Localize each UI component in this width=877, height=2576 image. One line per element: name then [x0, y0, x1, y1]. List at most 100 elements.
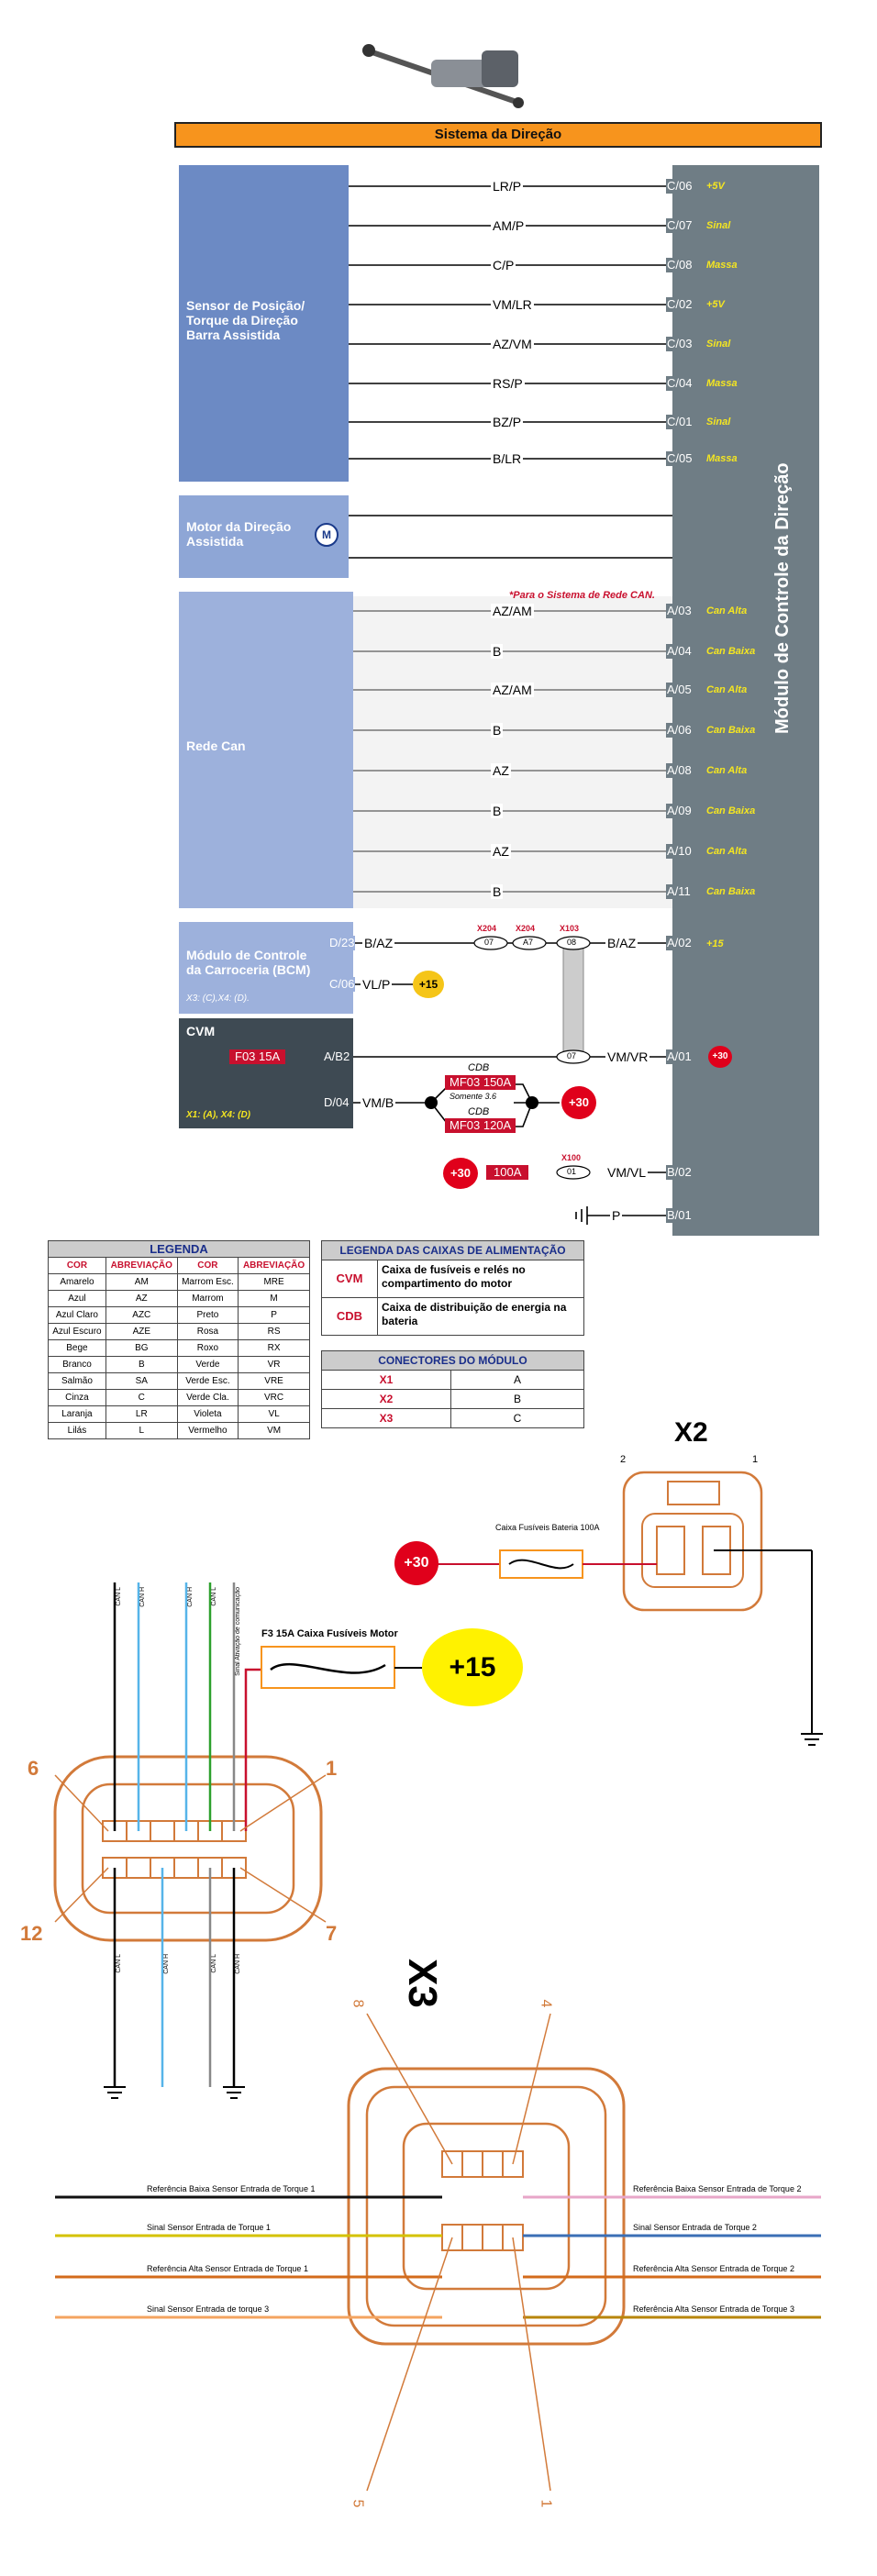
x3-connector	[55, 2013, 821, 2492]
motor-icon: M	[315, 523, 339, 547]
legend-cell: AZE	[105, 1323, 178, 1340]
legend-cell: Branco	[48, 1356, 106, 1373]
can-pin: A/05	[666, 683, 693, 697]
legend-cell: Verde Esc.	[176, 1372, 239, 1390]
cdb-2: CDB	[468, 1106, 490, 1117]
can-block-label: Rede Can	[186, 738, 246, 753]
x1-bottom-wire-label: CAN H	[235, 1954, 241, 1974]
sensor-wire-label: LR/P	[491, 179, 524, 194]
x3-title: X3	[400, 1959, 445, 2008]
x1-top-wire-label: CAN L	[211, 1587, 217, 1606]
fuse-100a: 100A	[486, 1165, 529, 1180]
wire-d04: VM/B	[361, 1095, 396, 1110]
legend-cell: Preto	[176, 1306, 239, 1324]
legend-header: ABREVIAÇÃO	[238, 1257, 310, 1274]
legend-cell: Lilás	[48, 1422, 106, 1439]
legend-cell: P	[238, 1306, 310, 1324]
x3-pin-8: 8	[350, 1999, 366, 2008]
connector-legend-title: CONECTORES DO MÓDULO	[322, 1351, 583, 1370]
x3-pin-4: 4	[538, 1999, 554, 2008]
legend-cell: AM	[105, 1273, 178, 1291]
can-wire-label: AZ/AM	[491, 683, 534, 697]
pin-a02: A/02	[666, 936, 693, 950]
can-wire-label: B	[491, 804, 504, 818]
steering-rack-icon	[362, 44, 524, 108]
x3-right-label: Sinal Sensor Entrada de Torque 2	[633, 2223, 757, 2232]
can-signal: Can Alta	[706, 684, 748, 695]
can-pin: A/09	[666, 804, 693, 818]
can-pin: A/06	[666, 723, 693, 738]
legend-cell: RS	[238, 1323, 310, 1340]
x2-fuse-label: Caixa Fusíveis Bateria 100A	[495, 1523, 600, 1532]
legend-cell: C	[105, 1389, 178, 1406]
cvm-pin-ab2: A/B2	[323, 1049, 351, 1064]
wire-b02: VM/VL	[605, 1165, 649, 1180]
power-legend-title: LEGENDA DAS CAIXAS DE ALIMENTAÇÃO	[322, 1241, 583, 1260]
can-pin: A/11	[666, 884, 692, 899]
sensor-wire-label: AM/P	[491, 218, 527, 233]
x3-right-label: Referência Alta Sensor Entrada de Torque…	[633, 2264, 794, 2273]
bcm-c07: 07	[484, 938, 494, 947]
plus30-b02: +30	[443, 1158, 478, 1189]
bcm-x204-2: X204	[516, 924, 536, 933]
x1-bottom-wire-label: CAN H	[163, 1954, 170, 1974]
cdb-1: CDB	[468, 1062, 490, 1073]
x1-plus15: +15	[422, 1628, 523, 1706]
can-block: Rede Can	[179, 592, 353, 908]
pin-b01: B/01	[666, 1208, 693, 1223]
bcm-x103: X103	[560, 924, 580, 933]
x1-top-wire-label: CAN H	[187, 1587, 194, 1607]
legend-cell: Azul Claro	[48, 1306, 106, 1324]
bcm-wire-1: B/AZ	[362, 936, 395, 950]
connector-code: X2	[322, 1390, 451, 1408]
legend-cell: B	[105, 1356, 178, 1373]
wire-a01: VM/VR	[605, 1049, 650, 1064]
wire-b01: P	[610, 1208, 623, 1223]
sensor-pin: C/08	[666, 258, 694, 272]
sensor-signal: Sinal	[706, 416, 731, 427]
legend-cell: Vermelho	[176, 1422, 239, 1439]
legend-cell: L	[105, 1422, 178, 1439]
legend-cell: VM	[238, 1422, 310, 1439]
x2-connector	[436, 1471, 823, 1746]
legend-cell: Marrom Esc.	[176, 1273, 239, 1291]
x3-pin-1: 1	[538, 2499, 554, 2508]
legend-cell: Verde	[176, 1356, 239, 1373]
x3-left-label: Referência Baixa Sensor Entrada de Torqu…	[147, 2184, 316, 2193]
legend-header: ABREVIAÇÃO	[105, 1257, 178, 1274]
sig-a02: +15	[706, 938, 724, 949]
power-legend-code: CDB	[322, 1298, 378, 1335]
legend-cell: Roxo	[176, 1339, 239, 1357]
x100-label: X100	[561, 1153, 582, 1162]
x3-left-label: Sinal Sensor Entrada de torque 3	[147, 2304, 270, 2314]
can-signal: Can Baixa	[706, 805, 756, 816]
x1-fuse-label: F3 15A Caixa Fusíveis Motor	[261, 1628, 398, 1639]
module-label: Módulo de Controle da Direção	[772, 462, 793, 734]
bcm-pin-c06: C/06	[328, 977, 356, 992]
bcm-x204-1: X204	[477, 924, 497, 933]
legend-cell: Salmão	[48, 1372, 106, 1390]
legend-cell: RX	[238, 1339, 310, 1357]
x3-pin-5: 5	[350, 2499, 366, 2508]
legend-cell: Violeta	[176, 1405, 239, 1423]
pin-a01: A/01	[666, 1049, 693, 1064]
cvm-fuse-f03: F03 15A	[229, 1049, 286, 1064]
legend-cell: Verde Cla.	[176, 1389, 239, 1406]
can-wire-label: B	[491, 884, 504, 899]
legend-cell: VL	[238, 1405, 310, 1423]
can-signal: Can Alta	[706, 846, 748, 857]
x1-pin-1: 1	[326, 1757, 338, 1780]
legend-cell: Marrom	[176, 1290, 239, 1307]
can-signal: Can Baixa	[706, 646, 756, 657]
